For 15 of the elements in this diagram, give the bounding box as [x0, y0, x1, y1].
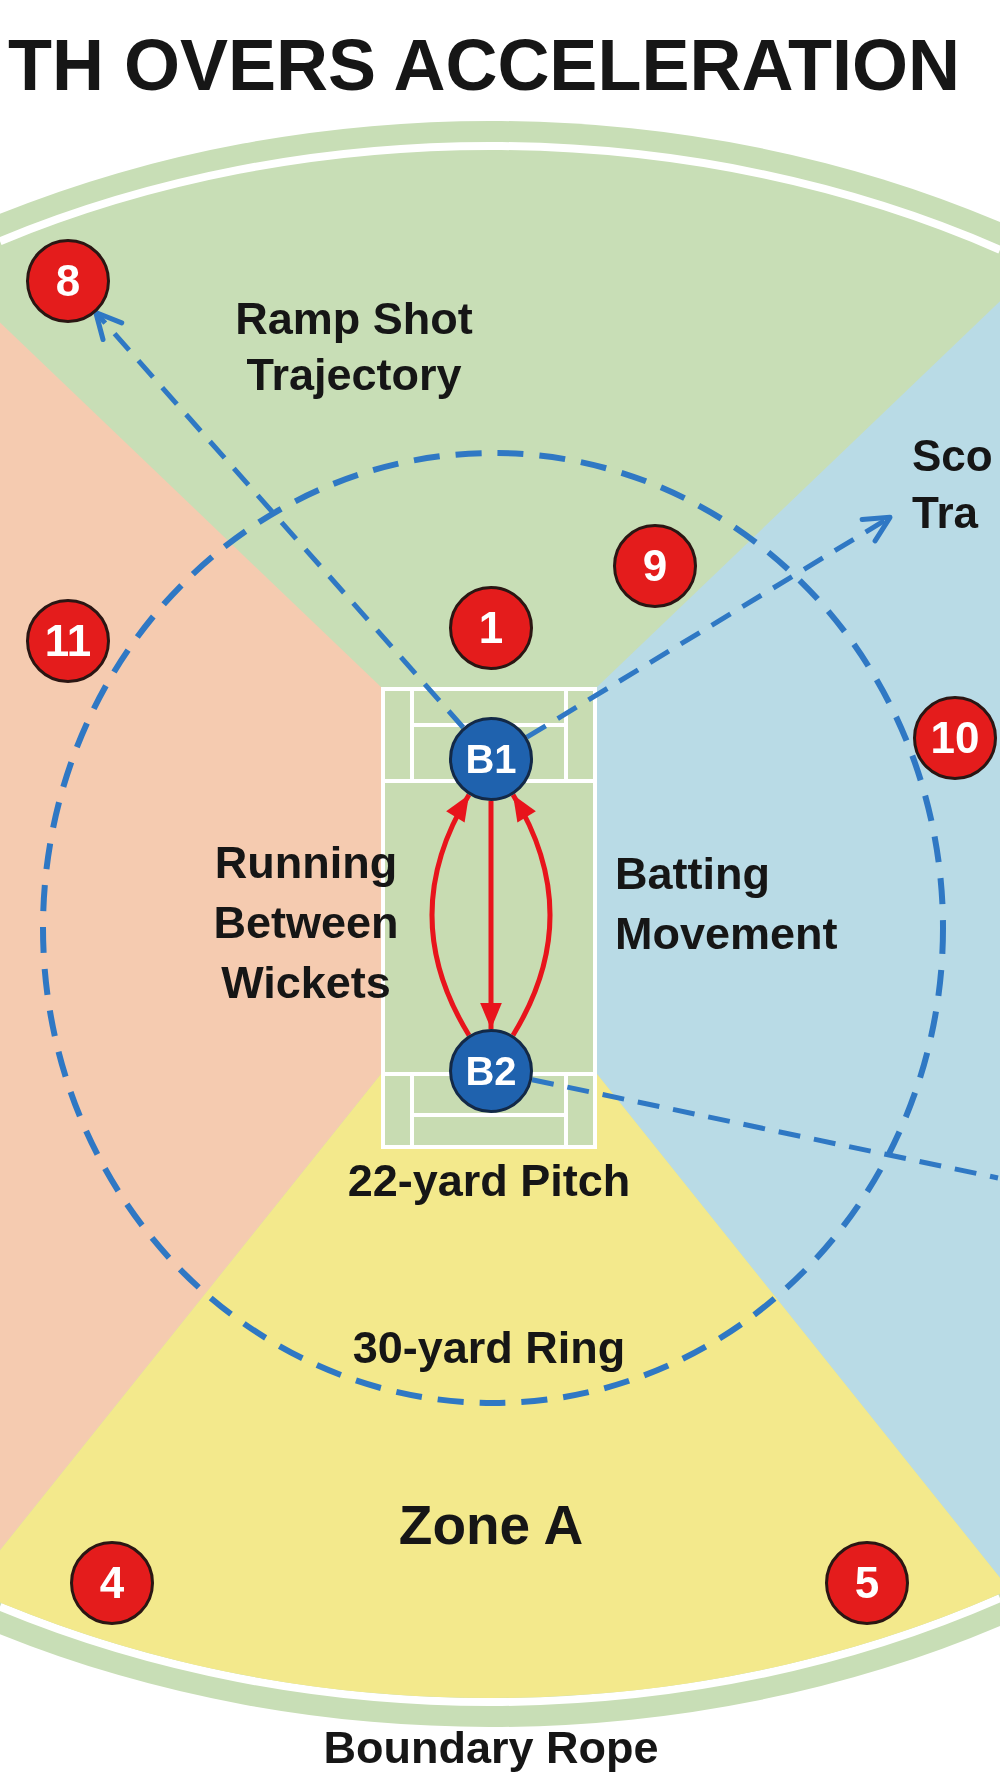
ring-label: 30-yard Ring [351, 1321, 627, 1375]
running-arrow [429, 793, 472, 1037]
trajectory-arrow [525, 514, 893, 740]
shot-label: Ramp Shot Trajectory [234, 292, 474, 402]
movement-label: Batting Movement [615, 847, 839, 961]
zone-label: Zone A [397, 1493, 585, 1558]
boundary-label: Boundary Rope [322, 1721, 660, 1775]
pitch-label: 22-yard Pitch [346, 1154, 632, 1208]
shot-label: Sco Tra [890, 427, 1000, 541]
trajectory-line [531, 1077, 999, 1181]
title-heading: TH OVERS ACCELERATION [8, 29, 961, 101]
running-arrow [480, 801, 502, 1029]
running-label: Running Between Wickets [212, 836, 400, 1010]
running-arrow [510, 793, 553, 1037]
trajectory-arrow [93, 310, 466, 730]
